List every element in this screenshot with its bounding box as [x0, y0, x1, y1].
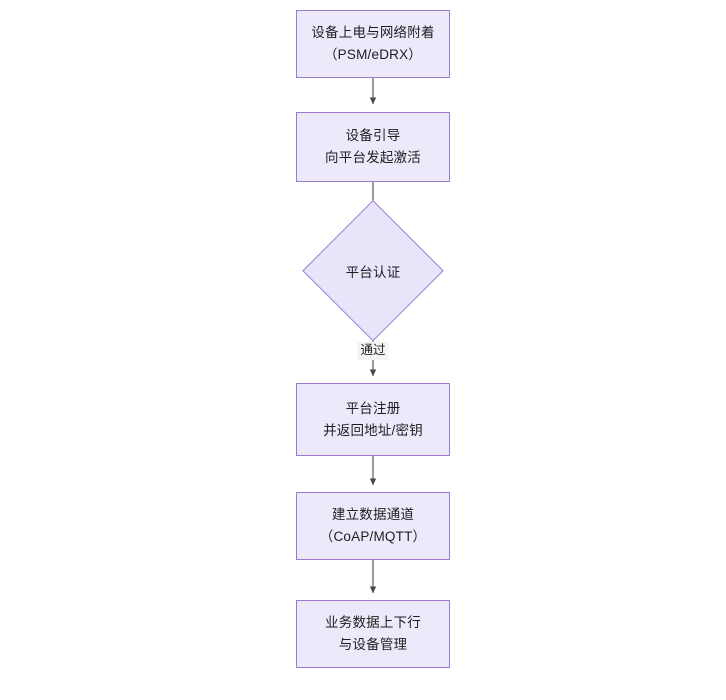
node-line: （PSM/eDRX） [323, 47, 423, 62]
node-line: 平台认证 [345, 265, 401, 280]
node-line: 平台注册 [345, 400, 401, 416]
node-device-power-on[interactable]: 设备上电与网络附着 （PSM/eDRX） [296, 10, 450, 78]
node-line: 向平台发起激活 [325, 150, 421, 165]
node-platform-registration[interactable]: 平台注册 并返回地址/密钥 [296, 383, 450, 456]
edge-label-pass: 通过 [357, 342, 389, 360]
node-line: 与设备管理 [338, 637, 408, 652]
node-line: 业务数据上下行 [325, 615, 421, 631]
node-platform-authentication[interactable]: 平台认证 [302, 200, 444, 342]
node-business-data[interactable]: 业务数据上下行 与设备管理 [296, 600, 450, 668]
node-data-channel[interactable]: 建立数据通道 （CoAP/MQTT） [296, 492, 450, 560]
node-device-bootstrap[interactable]: 设备引导 向平台发起激活 [296, 112, 450, 182]
node-line: 设备引导 [345, 128, 401, 144]
node-line: 建立数据通道 [331, 507, 415, 523]
node-line: 设备上电与网络附着 [311, 25, 435, 41]
node-line: （CoAP/MQTT） [319, 529, 427, 544]
node-line: 并返回地址/密钥 [323, 422, 423, 438]
